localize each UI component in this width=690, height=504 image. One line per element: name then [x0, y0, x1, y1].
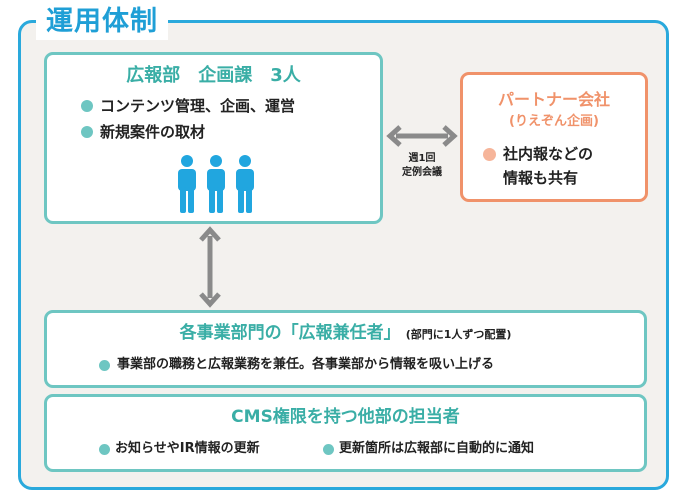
division-staff-box: 各事業部門の「広報兼任者」 (部門に1人ずつ配置) 事業部の職務と広報業務を兼任…	[44, 310, 647, 388]
division-box-title: 各事業部門の「広報兼任者」 (部門に1人ずつ配置)	[47, 321, 644, 347]
meeting-name: 定例会議	[402, 167, 442, 178]
division-bullet-text: 事業部の職務と広報業務を兼任。各事業部から情報を吸い上げる	[117, 357, 495, 372]
bullet-dot-icon	[99, 443, 110, 455]
partner-bullet: 社内報などの	[483, 143, 593, 165]
cms-box-title: CMS権限を持つ他部の担当者	[231, 407, 460, 427]
bullet-dot-icon	[483, 147, 496, 161]
pr-bullet-2-text: 新規案件の取材	[100, 123, 206, 141]
person-icon	[178, 155, 196, 213]
pr-department-box: 広報部 企画課 3人 コンテンツ管理、企画、運営 新規案件の取材	[44, 52, 383, 224]
partner-company-box: パートナー会社 (りえぞん企画) 社内報などの 情報も共有	[460, 72, 648, 202]
bullet-dot-icon	[99, 359, 110, 371]
bullet-dot-icon	[323, 443, 334, 455]
division-title-note: (部門に1人ずつ配置)	[405, 328, 512, 341]
cms-bullet-2-text: 更新箇所は広報部に自動的に通知	[339, 441, 535, 456]
bullet-dot-icon	[81, 126, 93, 138]
cms-bullet-2: 更新箇所は広報部に自動的に通知	[323, 439, 534, 459]
partner-bullet-line-1: 社内報などの	[503, 145, 594, 163]
double-arrow-horizontal-icon	[386, 125, 458, 147]
pr-bullet-2: 新規案件の取材	[81, 121, 205, 143]
partner-bullet-line-2: 情報も共有	[503, 169, 579, 187]
diagram-title: 運用体制	[36, 4, 168, 40]
person-icon	[207, 155, 225, 213]
pr-bullet-1-text: コンテンツ管理、企画、運営	[100, 97, 296, 115]
person-icon	[236, 155, 254, 213]
division-title-main: 各事業部門の「広報兼任者」	[179, 323, 401, 343]
cms-bullet-1: お知らせやIR情報の更新	[99, 439, 260, 459]
division-bullet: 事業部の職務と広報業務を兼任。各事業部から情報を吸い上げる	[99, 355, 494, 375]
cms-bullet-1-text: お知らせやIR情報の更新	[115, 441, 260, 456]
pr-bullet-1: コンテンツ管理、企画、運営	[81, 95, 295, 117]
meeting-label: 週1回 定例会議	[392, 152, 452, 180]
double-arrow-vertical-icon	[199, 226, 221, 308]
pr-box-title: 広報部 企画課 3人	[126, 65, 301, 86]
partner-box-subtitle: (りえぞん企画)	[509, 114, 599, 129]
bullet-dot-icon	[81, 100, 93, 112]
cms-staff-box: CMS権限を持つ他部の担当者 お知らせやIR情報の更新 更新箇所は広報部に自動的…	[44, 394, 647, 472]
meeting-frequency: 週1回	[408, 153, 436, 164]
partner-box-title: パートナー会社	[497, 90, 610, 109]
